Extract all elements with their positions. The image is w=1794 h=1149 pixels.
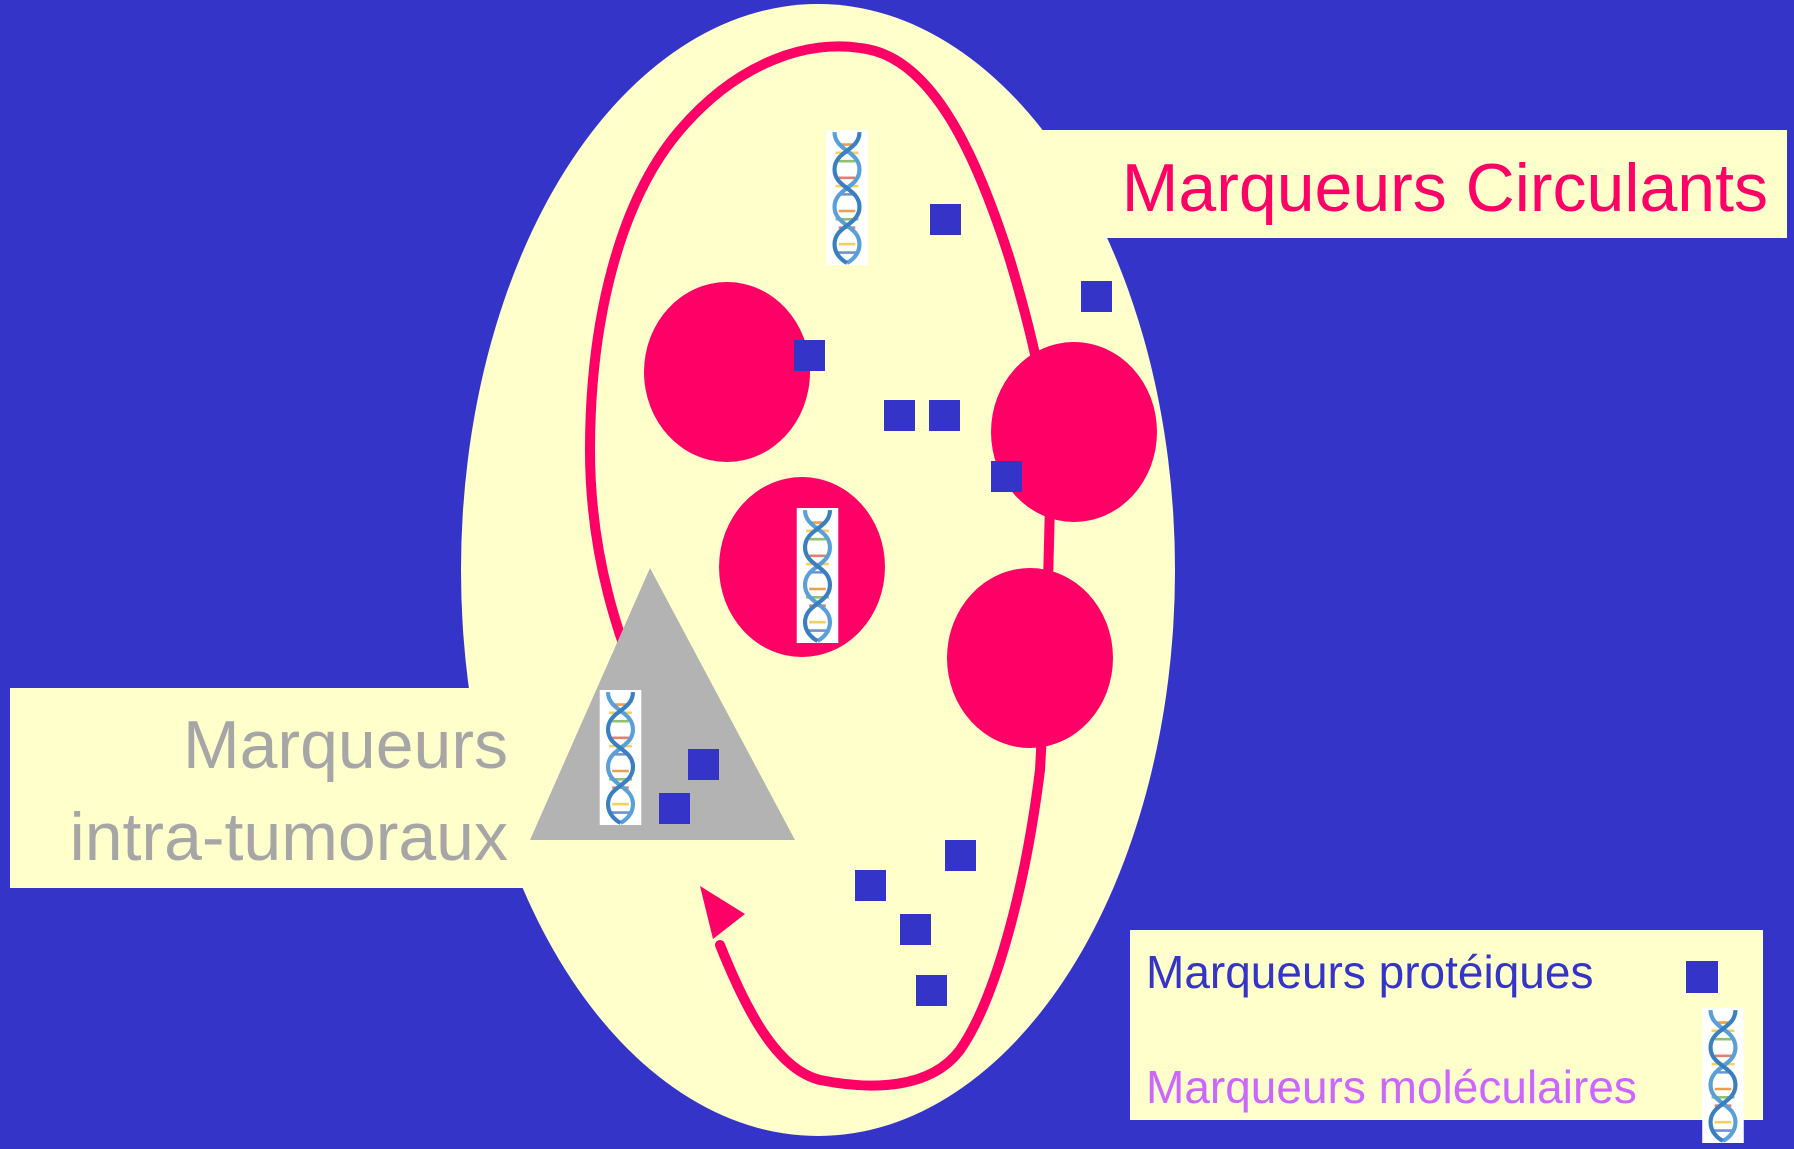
dna-helix-icon: [826, 130, 868, 265]
cell: [947, 568, 1113, 748]
legend: Marqueurs protéiques Marqueurs moléculai…: [1130, 930, 1763, 1143]
protein-marker-icon: [855, 870, 886, 901]
legend-molecular-label: Marqueurs moléculaires: [1146, 1061, 1637, 1113]
protein-marker-icon: [916, 975, 947, 1006]
dna-helix-icon: [797, 508, 839, 643]
cell: [991, 342, 1157, 522]
legend-dna-helix-icon: [1702, 1008, 1744, 1143]
protein-marker-icon: [929, 400, 960, 431]
protein-marker-icon: [900, 914, 931, 945]
protein-marker-icon: [688, 749, 719, 780]
circulating-label: Marqueurs Circulants: [1122, 150, 1768, 226]
intratumoral-label-line2: intra-tumoraux: [70, 799, 508, 875]
protein-marker-icon: [1081, 281, 1112, 312]
dna-helix-icon: [600, 690, 642, 825]
cell: [644, 282, 810, 462]
legend-protein-label: Marqueurs protéiques: [1146, 946, 1593, 998]
protein-marker-icon: [945, 840, 976, 871]
intratumoral-label-line1: Marqueurs: [183, 707, 508, 783]
protein-marker-icon: [659, 793, 690, 824]
protein-marker-icon: [991, 461, 1022, 492]
protein-marker-icon: [794, 340, 825, 371]
protein-marker-icon: [884, 400, 915, 431]
protein-marker-icon: [930, 204, 961, 235]
legend-protein-icon: [1686, 961, 1718, 993]
